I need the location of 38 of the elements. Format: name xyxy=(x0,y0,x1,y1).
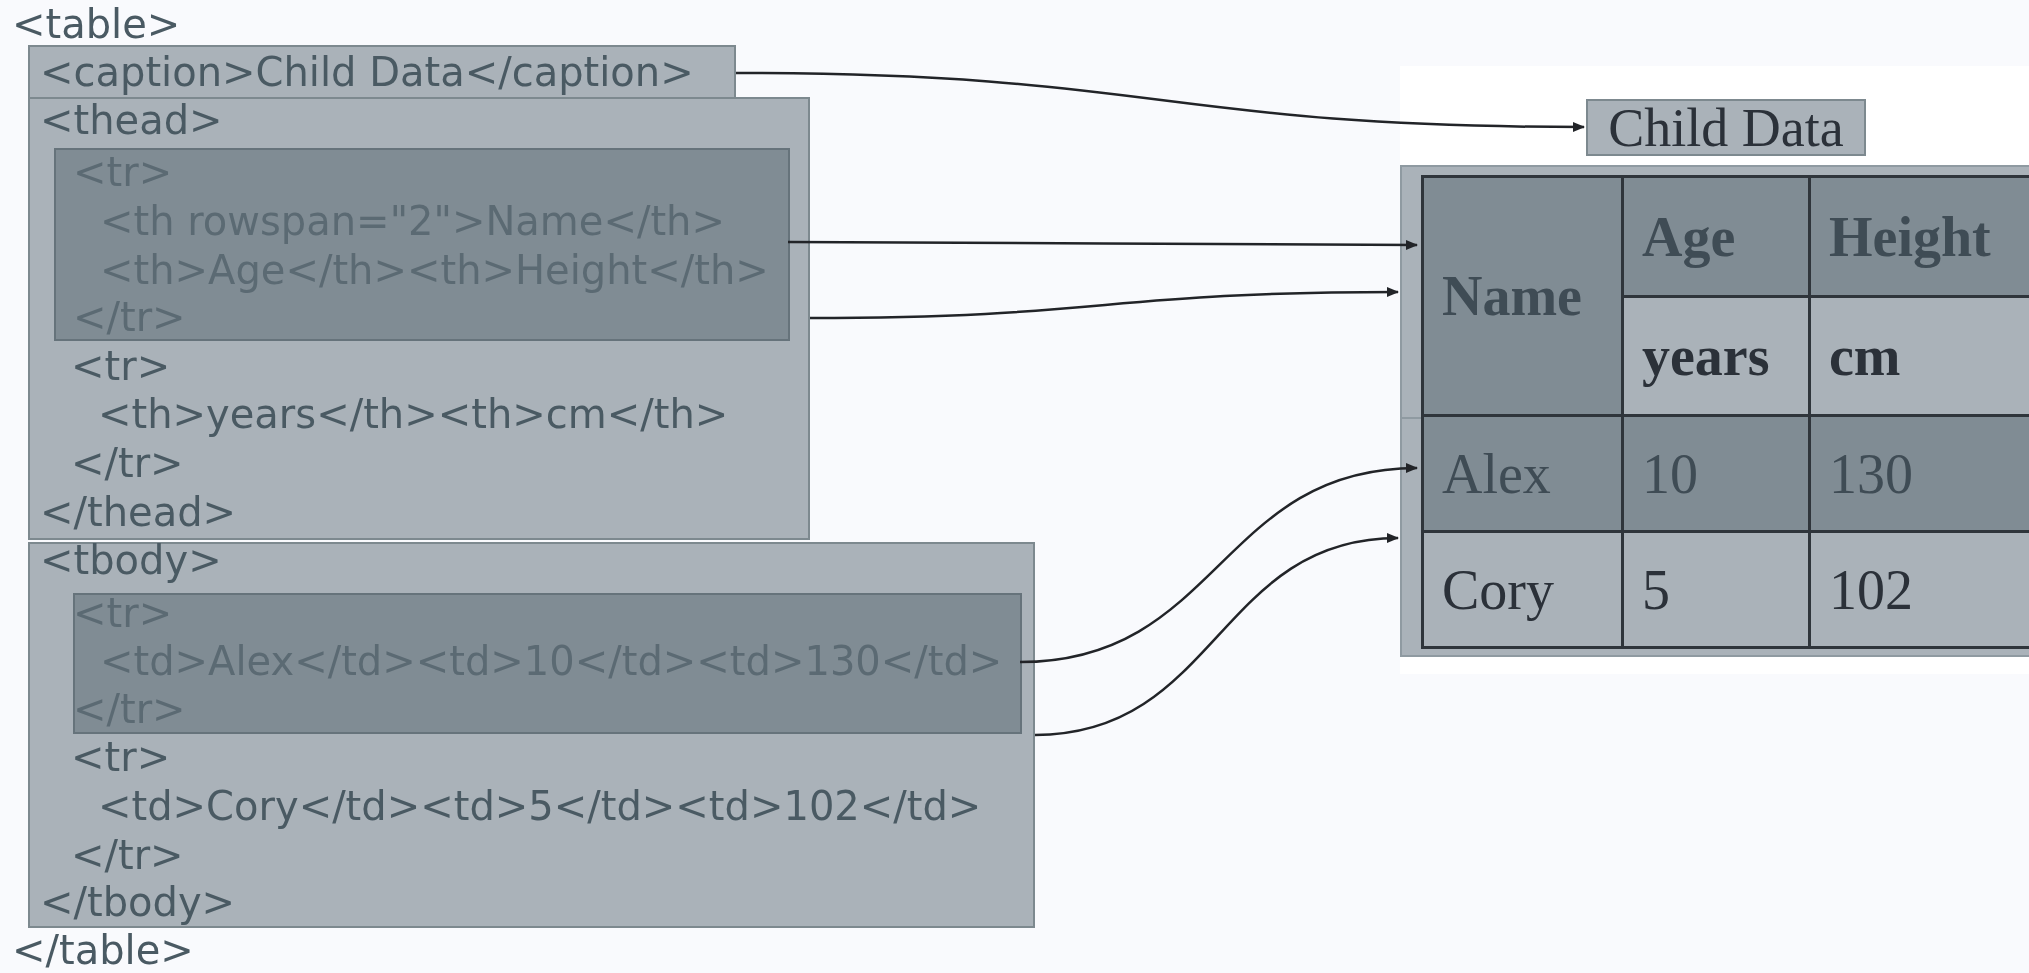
code-block xyxy=(54,148,790,341)
cell-text: 130 xyxy=(1829,445,1913,502)
code-line: <tbody> xyxy=(40,536,222,584)
cell-text: 10 xyxy=(1642,445,1698,502)
cell-text: 5 xyxy=(1642,561,1670,618)
code-line: </table> xyxy=(12,926,194,973)
data-cell xyxy=(1421,530,1624,649)
data-cell xyxy=(1621,414,1811,533)
caption-text: Child Data xyxy=(1608,100,1844,155)
code-line: <thead> xyxy=(40,96,223,144)
code-block xyxy=(28,97,810,540)
table-caption xyxy=(1586,99,1866,156)
code-line: <tr> xyxy=(71,733,171,781)
table-section xyxy=(1400,165,2029,419)
code-line: </tr> xyxy=(71,439,184,487)
code-line: </tr> xyxy=(71,831,184,879)
header-cell xyxy=(1621,175,1811,298)
code-line: </tbody> xyxy=(40,878,236,926)
header-text: Name xyxy=(1442,268,1582,324)
data-cell xyxy=(1421,414,1624,533)
code-line: <table> xyxy=(12,0,181,48)
connector-arrow xyxy=(810,287,1399,320)
code-line: </thead> xyxy=(40,488,237,536)
code-block xyxy=(73,593,1022,734)
code-line: <th>years</th><th>cm</th> xyxy=(98,390,729,438)
cell-text: 102 xyxy=(1829,561,1913,618)
data-cell xyxy=(1808,414,2029,533)
code-line: <td>Cory</td><td>5</td><td>102</td> xyxy=(98,782,982,830)
header-text: cm xyxy=(1829,328,1901,384)
connector-arrow xyxy=(736,71,1585,132)
connector-arrow xyxy=(1034,534,1399,737)
header-cell xyxy=(1421,175,1624,417)
cell-text: Alex xyxy=(1442,445,1551,502)
code-line: <caption>Child Data</caption> xyxy=(40,48,694,96)
table-section xyxy=(1400,417,2029,657)
code-line: <tr> xyxy=(71,342,171,390)
code-block xyxy=(28,542,1035,928)
header-cell xyxy=(1808,175,2029,298)
